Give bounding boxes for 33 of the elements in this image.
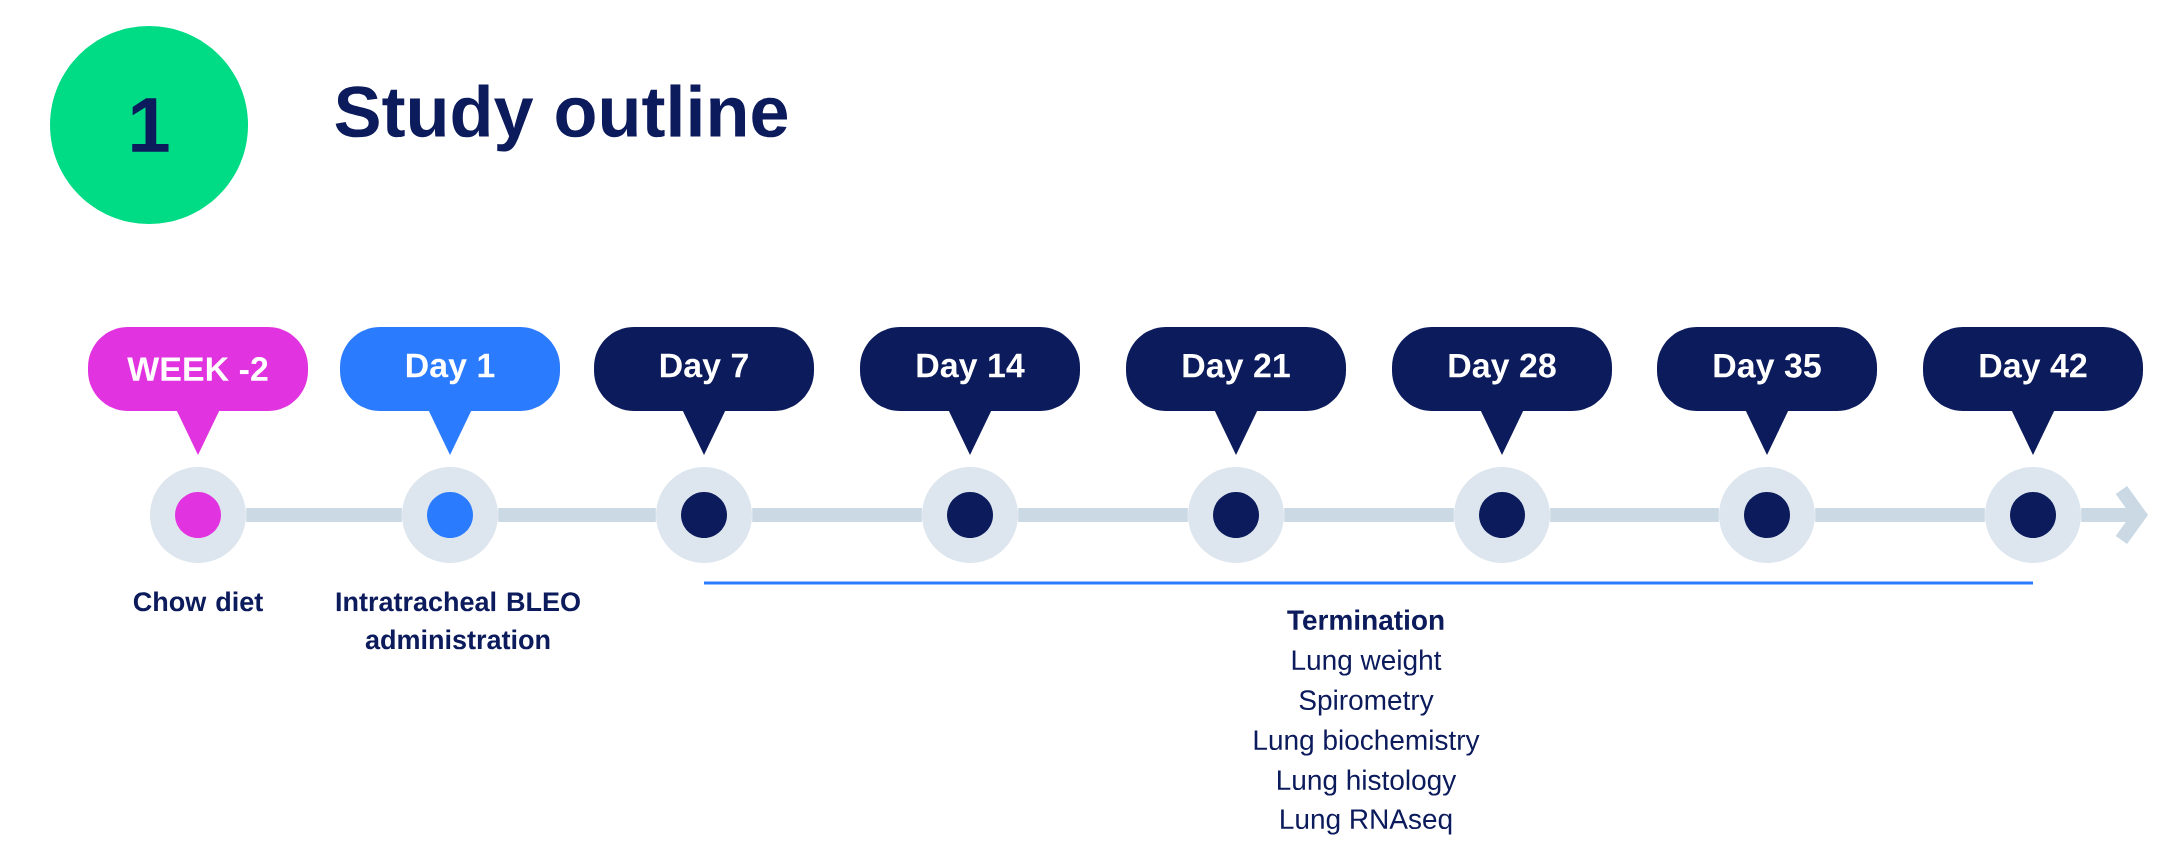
timeline-dot bbox=[150, 467, 246, 563]
timeline-dot bbox=[1985, 467, 2081, 563]
callout-bubble: WEEK -2 bbox=[88, 327, 308, 455]
note-text: Lung biochemistry bbox=[1254, 729, 1480, 756]
callout-bubble: Day 14 bbox=[860, 327, 1080, 455]
note-text: Lung RNAseq bbox=[1281, 809, 1452, 835]
title: Study outline bbox=[335, 84, 788, 152]
dot-caption: Chow diet bbox=[133, 591, 263, 612]
timeline-dot bbox=[656, 467, 752, 563]
timeline-segment bbox=[1550, 508, 1719, 522]
callout-bubble: Day 28 bbox=[1392, 327, 1612, 455]
note-text: Lung histology bbox=[1278, 769, 1457, 796]
callout-bubble: Day 7 bbox=[594, 327, 814, 455]
callout-bubble: Day 21 bbox=[1126, 327, 1346, 455]
timeline-segment bbox=[246, 508, 402, 522]
dot-caption: Intratracheal BLEO administration bbox=[336, 591, 580, 650]
timeline-segment bbox=[2081, 485, 2148, 545]
timeline-segment bbox=[1284, 508, 1454, 522]
timeline-dot bbox=[1188, 467, 1284, 563]
callout-bubble: Day 35 bbox=[1657, 327, 1877, 455]
timeline-dot bbox=[1719, 467, 1815, 563]
timeline-segment bbox=[498, 508, 656, 522]
timeline-dot bbox=[922, 467, 1018, 563]
timeline-dot bbox=[402, 467, 498, 563]
timeline-segment bbox=[1018, 508, 1188, 522]
note-text: Lung weight bbox=[1292, 649, 1442, 676]
note-text: Termination bbox=[1287, 609, 1444, 631]
timeline-dot bbox=[1454, 467, 1550, 563]
note-text: Spirometry bbox=[1299, 689, 1434, 716]
timeline-segment bbox=[1815, 508, 1985, 522]
callout-bubble: Day 1 bbox=[340, 327, 560, 455]
callout-bubble: Day 42 bbox=[1923, 327, 2143, 455]
timeline-segment bbox=[752, 508, 922, 522]
